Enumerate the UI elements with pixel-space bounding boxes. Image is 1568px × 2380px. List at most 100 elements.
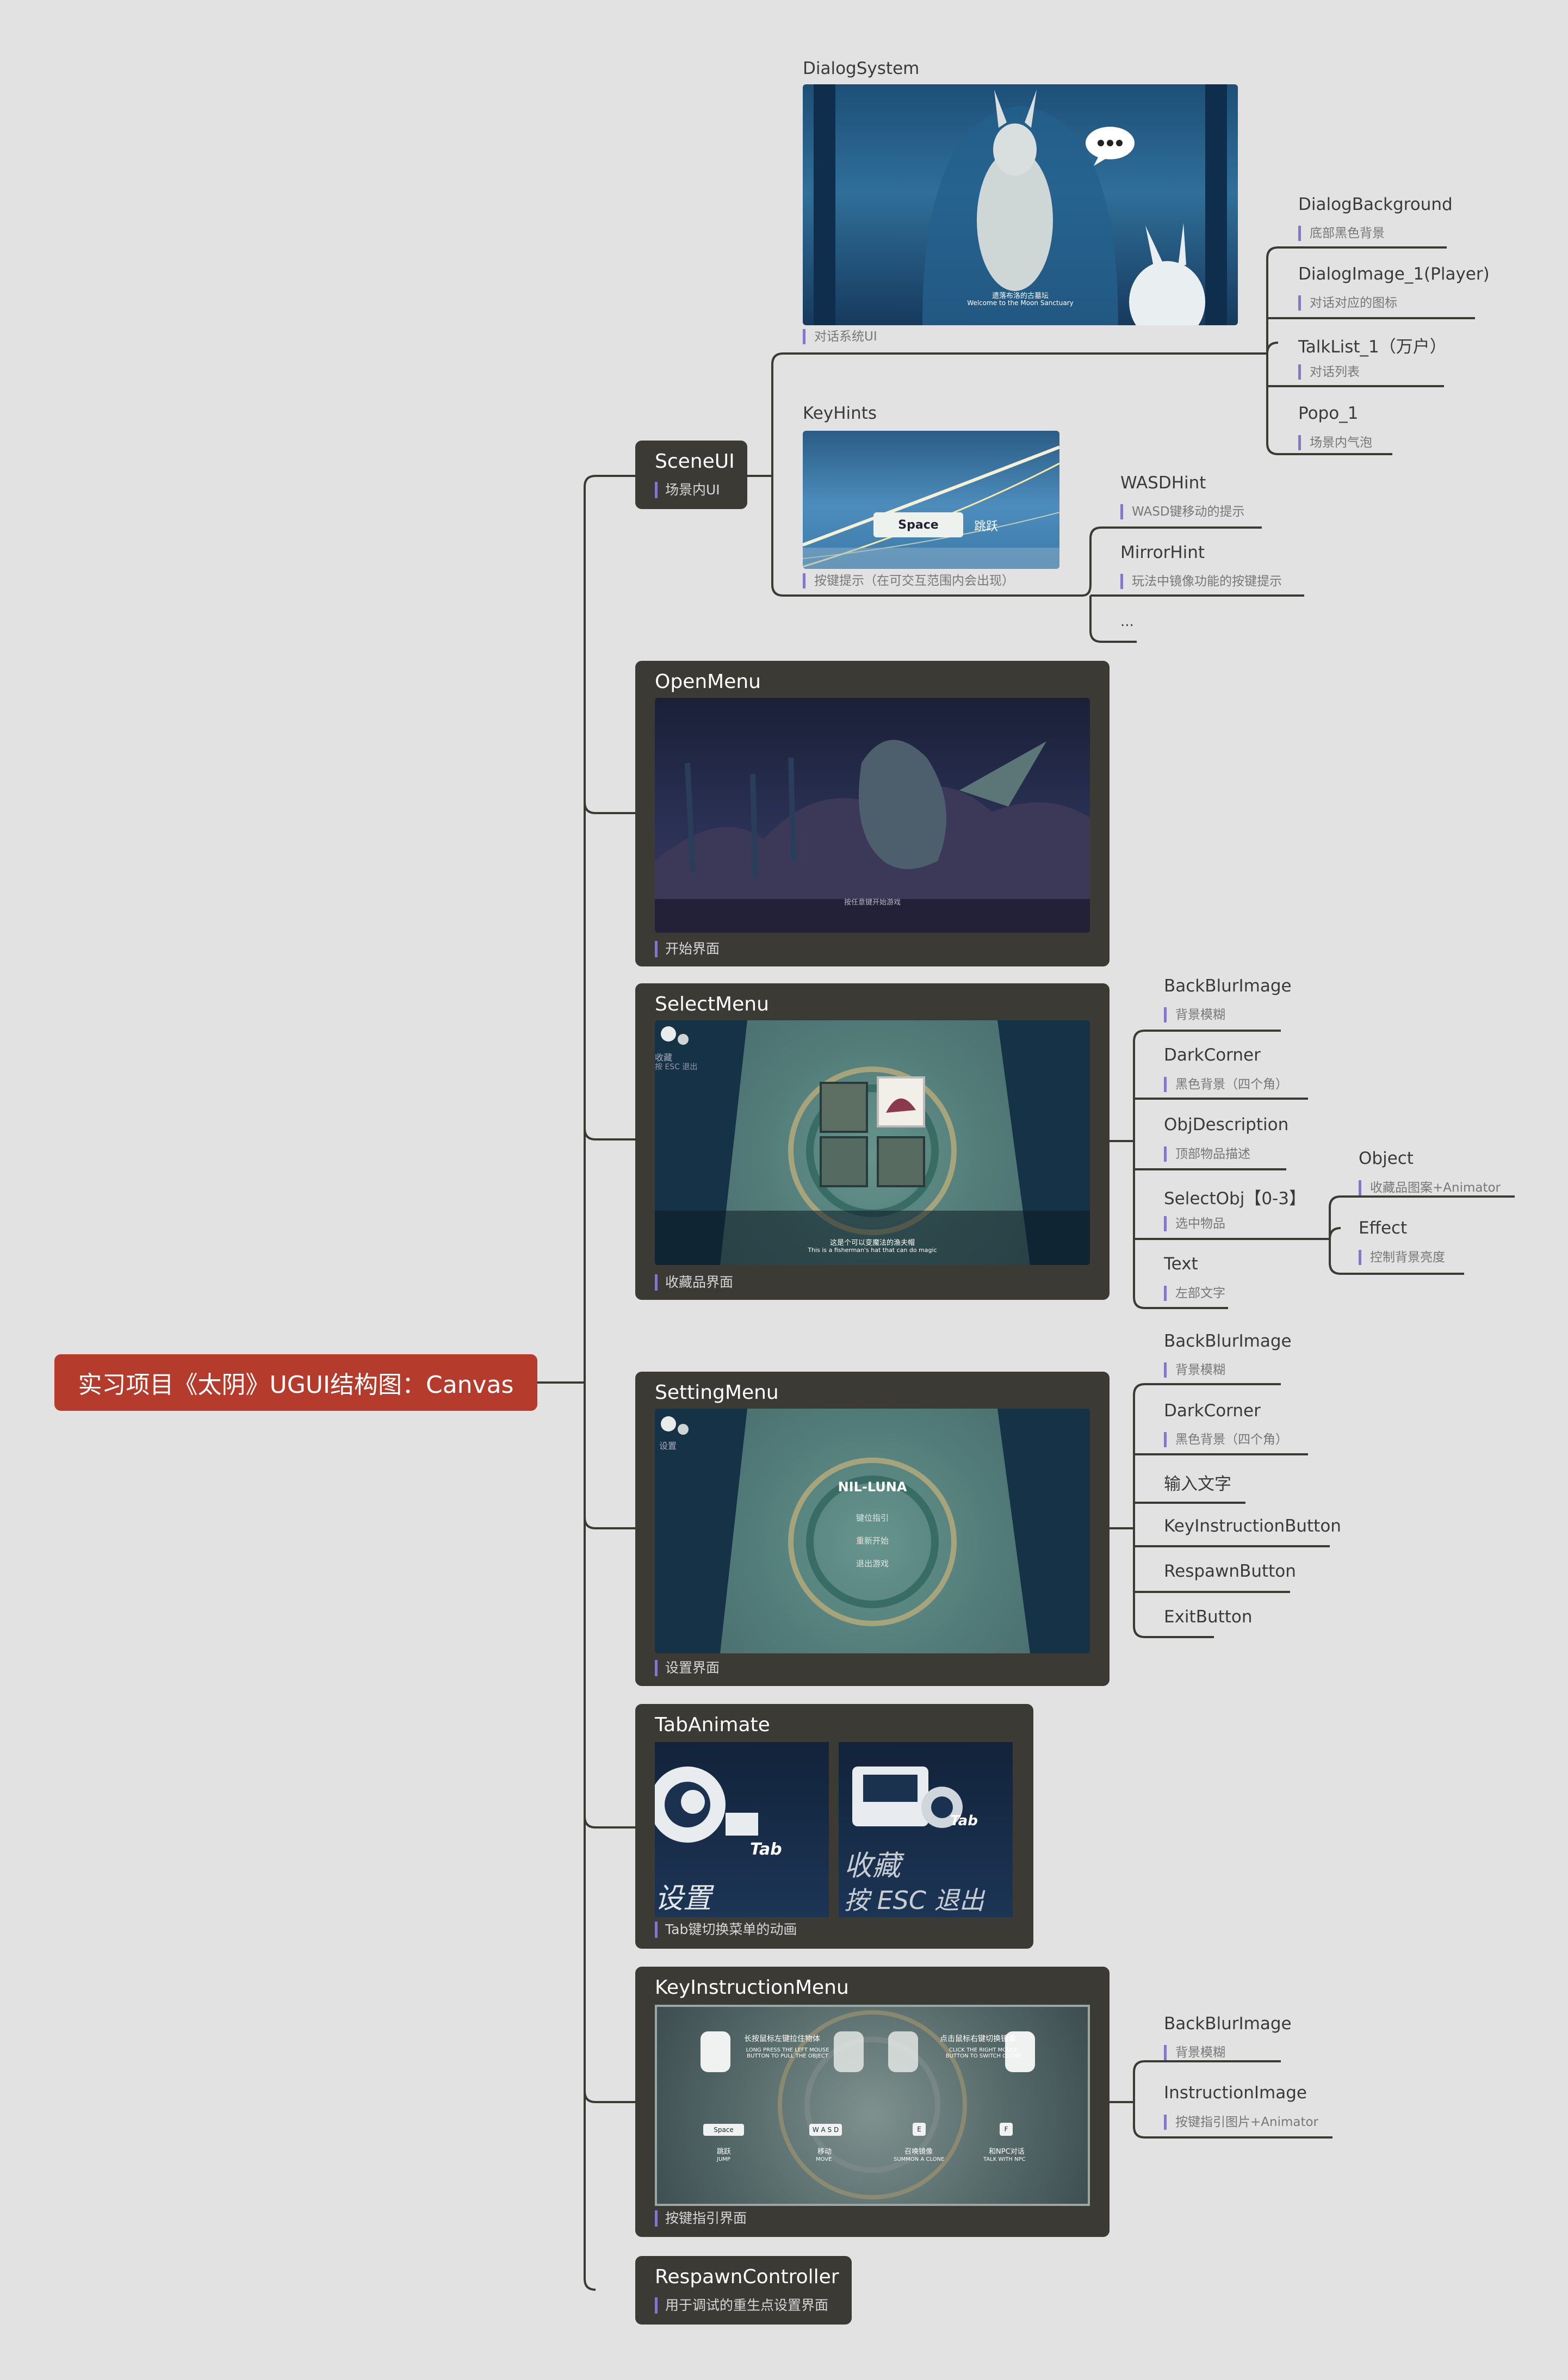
setting-item-0: 键位指引 — [856, 1513, 889, 1523]
key-instruction-menu-note: 按键指引界面 — [655, 2210, 747, 2227]
respawn-controller-note: 用于调试的重生点设置界面 — [655, 2297, 828, 2314]
ki-key-f: F — [1000, 2123, 1013, 2136]
tab-right-text-1: 收藏 — [844, 1850, 901, 1882]
select-caption-2: This is a fisherman's hat that can do ma… — [808, 1247, 937, 1254]
ki-en-jump: JUMP — [717, 2156, 730, 2162]
open-menu-art — [655, 740, 1090, 933]
leaf-wasd-hint[interactable]: WASDHint — [1120, 473, 1206, 493]
open-menu-screenshot: 按任意键开始游戏 — [655, 698, 1090, 933]
leaf-talk-list[interactable]: TalkList_1（万户） — [1298, 337, 1447, 357]
open-menu-note: 开始界面 — [655, 941, 720, 957]
leaf-dialog-image[interactable]: DialogImage_1(Player) — [1298, 264, 1490, 284]
ki-cn-summon: 召唤镜像 — [904, 2148, 933, 2156]
leaf-sm-backblur[interactable]: BackBlurImage — [1164, 976, 1292, 996]
jump-label: 跳跃 — [974, 520, 999, 534]
setting-menu-node[interactable]: SettingMenu 设置 NIL-LUNA 键位指引 重新开始 退出游戏 设… — [635, 1372, 1110, 1686]
note-sm-objdescription: 顶部物品描述 — [1164, 1146, 1250, 1162]
open-menu-node[interactable]: OpenMenu 按任意键开始游戏 开始界面 — [635, 661, 1110, 966]
note-ki-instructionimage: 按键指引图片+Animator — [1164, 2115, 1318, 2130]
underline — [1341, 1195, 1515, 1198]
leaf-dialog-background[interactable]: DialogBackground — [1298, 195, 1453, 214]
tab-animate-title: TabAnimate — [655, 1714, 770, 1736]
space-key-label: Space — [898, 518, 939, 532]
key-hints-art — [803, 445, 1059, 569]
leaf-sm-effect[interactable]: Effect — [1359, 1218, 1408, 1238]
leaf-ki-instructionimage[interactable]: InstructionImage — [1164, 2083, 1307, 2103]
leaf-sm-object[interactable]: Object — [1359, 1149, 1414, 1168]
leaf-st-input-text[interactable]: 输入文字 — [1164, 1474, 1231, 1494]
underline — [1145, 1383, 1281, 1385]
note-sm-effect: 控制背景亮度 — [1359, 1250, 1445, 1265]
select-menu-title: SelectMenu — [655, 993, 769, 1015]
leaf-ki-backblur[interactable]: BackBlurImage — [1164, 2014, 1292, 2034]
note-st-darkcorner: 黑色背景（四个角） — [1164, 1432, 1288, 1447]
dialog-system-screenshot: 遗落布洛的古墓坛 Welcome to the Moon Sanctuary — [803, 84, 1238, 325]
tab-animate-node[interactable]: TabAnimate Tab 设置 Tab 收藏 按 ESC 退出 Tab键切换… — [635, 1704, 1033, 1949]
ki-en-summon: SUMMON A CLONE — [894, 2156, 945, 2162]
dialog-caption-2: Welcome to the Moon Sanctuary — [967, 299, 1074, 307]
leaf-st-darkcorner[interactable]: DarkCorner — [1164, 1401, 1261, 1421]
leaf-ellipsis[interactable]: ... — [1120, 613, 1134, 630]
note-dialog-background: 底部黑色背景 — [1298, 226, 1385, 241]
key-hints-note: 按键提示（在可交互范围内会出现） — [803, 573, 1014, 588]
note-talk-list: 对话列表 — [1298, 364, 1360, 380]
leaf-st-keyinstruction[interactable]: KeyInstructionButton — [1164, 1516, 1341, 1536]
dialog-system-label[interactable]: DialogSystem — [803, 59, 920, 78]
scene-ui-node[interactable]: SceneUI 场景内UI — [635, 441, 747, 509]
ki-cn-jump: 跳跃 — [717, 2148, 732, 2156]
underline — [1145, 1030, 1281, 1032]
note-ki-backblur: 背景模糊 — [1164, 2045, 1225, 2060]
ki-left-sub: LONG PRESS THE LEFT MOUSE BUTTON TO PULL… — [746, 2047, 829, 2059]
leaf-st-backblur[interactable]: BackBlurImage — [1164, 1331, 1292, 1351]
ki-left-title: 长按鼠标左键拉住物体 — [744, 2035, 820, 2043]
note-wasd-hint: WASD键移动的提示 — [1120, 504, 1245, 519]
setting-logo: NIL-LUNA — [838, 1479, 907, 1495]
underline — [1278, 246, 1447, 249]
ki-right-sub: CLICK THE RIGHT MOUSE BUTTON TO SWITCH C… — [945, 2047, 1021, 2059]
key-instruction-art — [701, 2010, 1035, 2199]
key-instruction-screenshot: 长按鼠标左键拉住物体 LONG PRESS THE LEFT MOUSE BUT… — [655, 2005, 1090, 2206]
note-sm-backblur: 背景模糊 — [1164, 1007, 1225, 1022]
leaf-sm-selectobj[interactable]: SelectObj【0-3】 — [1164, 1189, 1306, 1208]
leaf-sm-darkcorner[interactable]: DarkCorner — [1164, 1045, 1261, 1065]
ki-en-talk: TALK WITH NPC — [983, 2156, 1026, 2162]
select-top-2: 按 ESC 退出 — [655, 1063, 698, 1071]
tab-animate-note: Tab键切换菜单的动画 — [655, 1922, 797, 1938]
underline — [1278, 453, 1392, 455]
open-menu-title: OpenMenu — [655, 671, 761, 693]
leaf-mirror-hint[interactable]: MirrorHint — [1120, 543, 1205, 562]
tab-left-text: 设置 — [655, 1882, 712, 1915]
tab-right-text-2: 按 ESC 退出 — [844, 1886, 984, 1915]
open-menu-caption: 按任意键开始游戏 — [844, 898, 901, 907]
ki-cn-talk: 和NPC对话 — [989, 2148, 1025, 2156]
respawn-controller-node[interactable]: RespawnController 用于调试的重生点设置界面 — [635, 2256, 852, 2325]
setting-menu-title: SettingMenu — [655, 1381, 779, 1404]
dialog-system-note: 对话系统UI — [803, 329, 877, 344]
root-node[interactable]: 实习项目《太阴》UGUI结构图：Canvas — [54, 1354, 537, 1411]
select-menu-node[interactable]: SelectMenu 收藏 按 ESC 退出 这是个可以变魔法的渔夫帽 This… — [635, 983, 1110, 1300]
leaf-sm-text[interactable]: Text — [1164, 1254, 1198, 1274]
tab-right-key: Tab — [950, 1813, 978, 1829]
select-top-1: 收藏 — [655, 1052, 673, 1063]
respawn-controller-title: RespawnController — [655, 2266, 839, 2288]
setting-top: 设置 — [659, 1441, 677, 1451]
key-instruction-menu-node[interactable]: KeyInstructionMenu 长按鼠标左键拉住物体 LONG PRESS… — [635, 1967, 1110, 2237]
ki-key-wasd: W A S D — [809, 2124, 842, 2136]
scene-ui-note: 场景内UI — [655, 482, 720, 498]
tab-left-key: Tab — [750, 1840, 782, 1859]
setting-menu-art — [655, 1409, 1090, 1653]
note-popo: 场景内气泡 — [1298, 435, 1372, 450]
leaf-st-exit[interactable]: ExitButton — [1164, 1607, 1253, 1627]
leaf-st-respawn[interactable]: RespawnButton — [1164, 1561, 1296, 1581]
leaf-popo[interactable]: Popo_1 — [1298, 404, 1359, 423]
setting-menu-note: 设置界面 — [655, 1660, 720, 1676]
setting-menu-screenshot: 设置 NIL-LUNA 键位指引 重新开始 退出游戏 — [655, 1409, 1090, 1653]
space-key: Space — [873, 512, 963, 537]
dialog-caption-1: 遗落布洛的古墓坛 — [991, 292, 1049, 300]
setting-item-2: 退出游戏 — [856, 1559, 889, 1569]
select-menu-note: 收藏品界面 — [655, 1274, 733, 1291]
key-hints-label[interactable]: KeyHints — [803, 404, 877, 423]
select-menu-screenshot: 收藏 按 ESC 退出 这是个可以变魔法的渔夫帽 This is a fishe… — [655, 1020, 1090, 1265]
leaf-sm-objdescription[interactable]: ObjDescription — [1164, 1115, 1289, 1135]
select-menu-art — [655, 1020, 1090, 1265]
